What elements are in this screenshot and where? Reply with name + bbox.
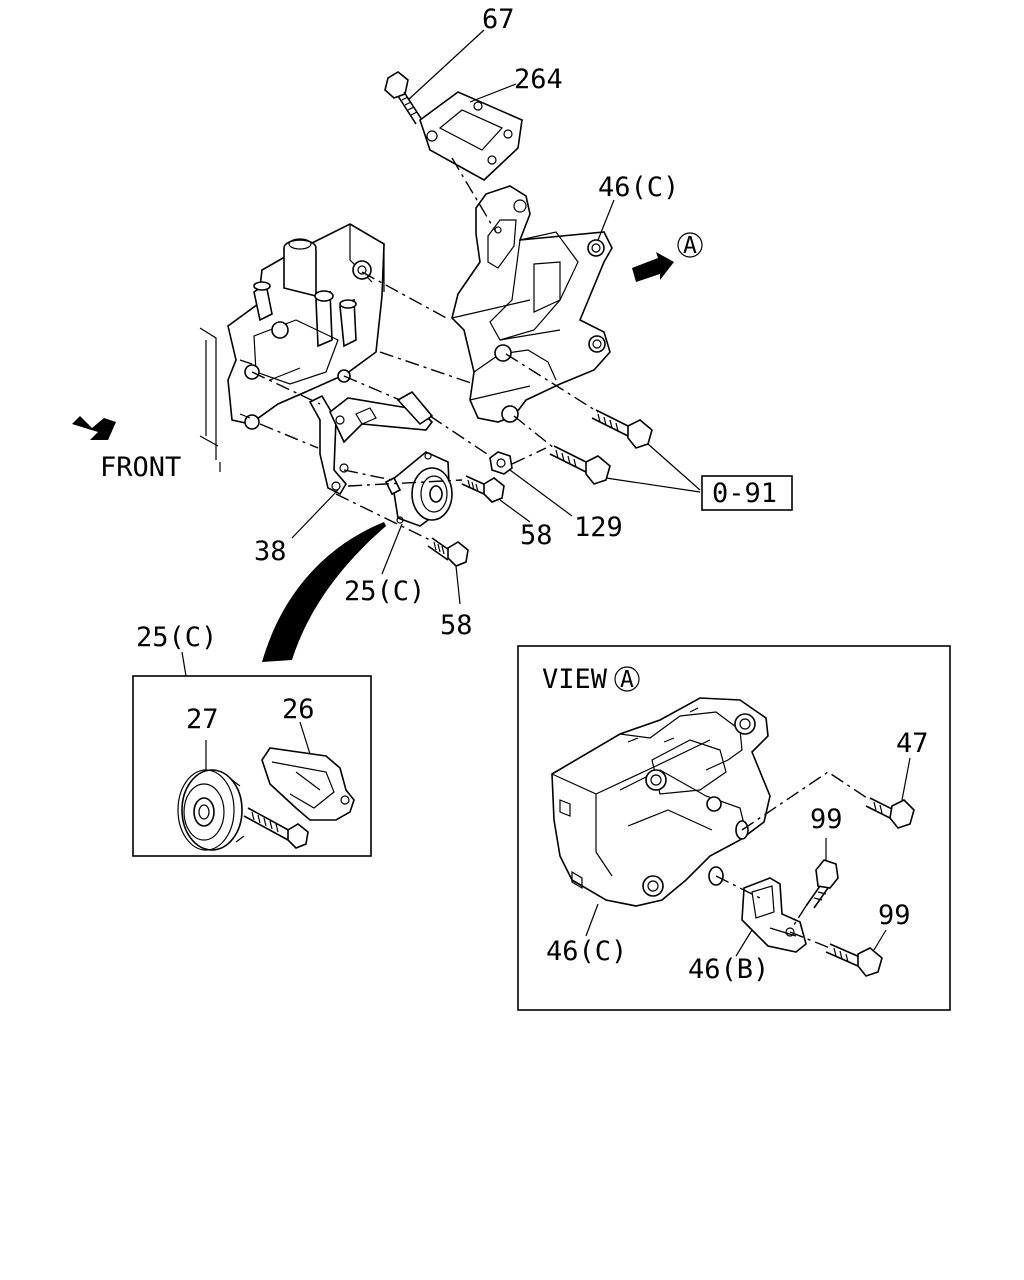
idler-pulley-27 — [177, 769, 245, 851]
bracket-38 — [308, 390, 434, 496]
callout-labels: 67 264 46(C) A FRONT 129 58 58 38 25(C) … — [100, 4, 929, 985]
bolt-58-upper — [461, 475, 505, 503]
callout-46b-view: 46(B) — [688, 954, 769, 985]
detail-box-view-a — [517, 645, 951, 1011]
view-marker-a-top: A — [683, 233, 697, 259]
plate-264 — [419, 91, 523, 181]
reference-box-0-91 — [701, 475, 793, 511]
callout-47: 47 — [896, 728, 929, 759]
bolt-67 — [384, 71, 423, 125]
callout-27: 27 — [186, 704, 219, 735]
detail-box-25c — [132, 651, 372, 857]
callout-25c-box: 25(C) — [136, 622, 217, 653]
bolt-99-upper — [805, 859, 839, 909]
bolt-58-lower — [427, 537, 469, 567]
bolt-detail-25c — [243, 807, 309, 849]
pump-assembly — [199, 223, 385, 472]
callout-38: 38 — [254, 536, 287, 567]
callout-58-upper: 58 — [520, 520, 553, 551]
callout-58-lower: 58 — [440, 610, 473, 641]
view-direction-arrow — [632, 232, 703, 282]
nut-129 — [489, 451, 513, 475]
alignment-lines — [251, 157, 599, 541]
callout-46c-view: 46(C) — [546, 936, 627, 967]
view-marker-a: A — [620, 667, 634, 693]
callout-46c-top: 46(C) — [598, 172, 679, 203]
callout-99-upper: 99 — [810, 804, 843, 835]
bracket-46b — [741, 877, 807, 953]
detail-callout-wedge — [262, 522, 386, 662]
callout-25c-main: 25(C) — [344, 576, 425, 607]
bolt-47 — [865, 797, 915, 829]
front-arrow — [72, 416, 116, 440]
leader-lines-main — [291, 29, 701, 605]
callout-99-lower: 99 — [878, 900, 911, 931]
bracket-46c-view — [551, 697, 771, 907]
bolt-0-91-lower — [549, 445, 611, 485]
bolt-99-lower — [825, 943, 883, 977]
bracket-26 — [261, 747, 355, 821]
callout-129: 129 — [574, 512, 623, 543]
view-label: VIEW — [542, 664, 608, 695]
bracket-46c-main — [451, 185, 613, 423]
bolt-0-91-upper — [591, 409, 653, 449]
idler-pulley-25c-assembled — [384, 451, 453, 527]
reference-0-91: 0-91 — [712, 478, 777, 509]
callout-264: 264 — [514, 64, 563, 95]
callout-67: 67 — [482, 4, 515, 35]
front-label: FRONT — [100, 452, 181, 483]
callout-26: 26 — [282, 694, 315, 725]
